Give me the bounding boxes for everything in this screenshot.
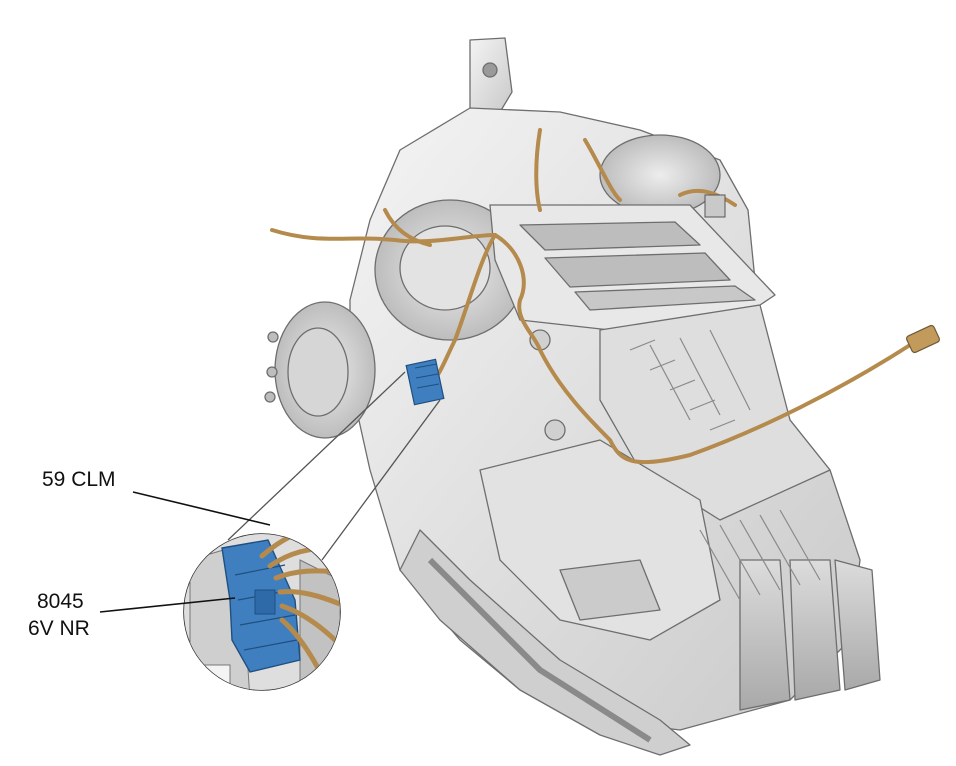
wiring-harness [270,128,912,465]
zoom-funnel [227,371,441,561]
callout-label-connector-number: 8045 [37,590,84,613]
callout-label-connector-type: 6V NR [28,617,90,640]
harness-clip-connector [704,194,726,218]
harness-end-connector [905,324,941,354]
callout-label-clm: 59 CLM [42,468,116,491]
callout-leaders [99,491,271,613]
hvac-housing [264,37,881,756]
zoom-detail-circle [183,533,341,691]
blue-connector-icon [405,358,445,406]
housing-fins [629,329,821,601]
